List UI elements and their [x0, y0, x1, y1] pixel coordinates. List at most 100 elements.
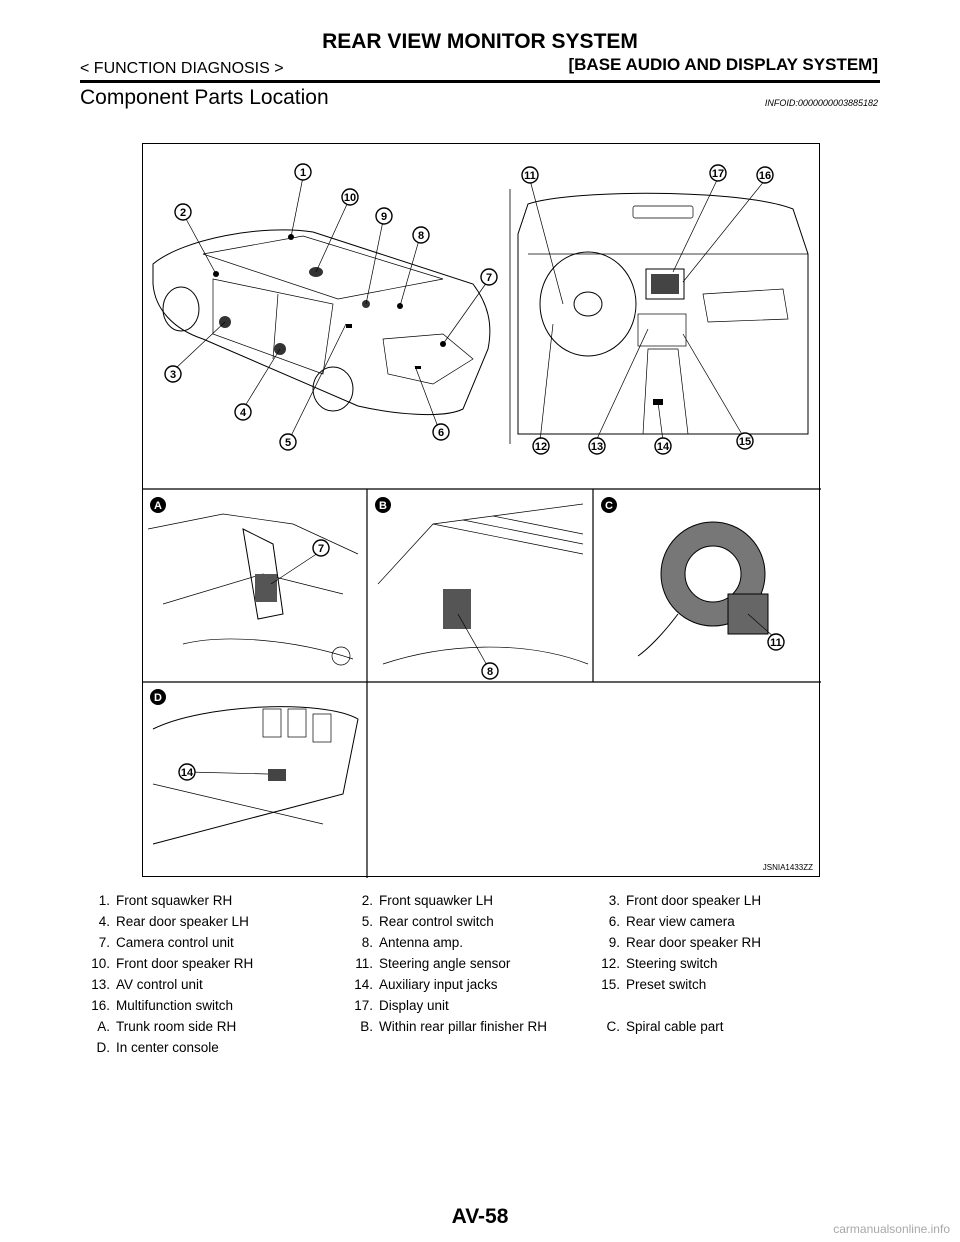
svg-text:A: A: [154, 500, 162, 512]
panel-labels: A B C D: [150, 497, 617, 705]
legend-item: 4.Rear door speaker LH: [98, 914, 249, 929]
svg-text:4: 4: [240, 407, 247, 419]
legend-item: 1.Front squawker RH: [98, 893, 233, 908]
legend-row: 4.Rear door speaker LH 5.Rear control sw…: [80, 914, 880, 935]
panel-d-illustration: [152, 706, 359, 845]
legend-item: 6.Rear view camera: [608, 914, 735, 929]
legend-item: 5.Rear control switch: [361, 914, 494, 929]
legend-item: 12.Steering switch: [601, 956, 718, 971]
callout-4: 4: [234, 403, 252, 421]
svg-text:1: 1: [300, 167, 306, 179]
svg-text:11: 11: [524, 170, 536, 182]
legend-row: A.Trunk room side RH B.Within rear pilla…: [80, 1019, 880, 1040]
callout-6: 6: [432, 423, 450, 441]
panel-label-a: A: [150, 497, 166, 513]
legend-item: C.Spiral cable part: [606, 1019, 724, 1034]
svg-text:8: 8: [418, 230, 424, 242]
info-id: INFOID:0000000003885182: [764, 98, 878, 108]
svg-text:C: C: [605, 500, 613, 512]
callout-12: 12: [532, 437, 550, 455]
legend-item: A.Trunk room side RH: [97, 1019, 237, 1034]
callout-14: 14: [654, 437, 672, 455]
svg-text:2: 2: [180, 207, 186, 219]
svg-text:7: 7: [486, 272, 492, 284]
callout-a-7: 7: [312, 539, 330, 557]
vehicle-illustration: [152, 229, 491, 416]
legend-row: D.In center console: [80, 1040, 880, 1061]
legend-row: 10.Front door speaker RH 11.Steering ang…: [80, 956, 880, 977]
legend-item: 13.AV control unit: [91, 977, 203, 992]
callout-8: 8: [412, 226, 430, 244]
legend-item: 10.Front door speaker RH: [91, 956, 254, 971]
legend-row: 1.Front squawker RH 2.Front squawker LH …: [80, 893, 880, 914]
svg-text:17: 17: [712, 168, 724, 180]
callouts-top: 1 2 3 4 5 6 7 8 9 10 11 12 13 14 15 16 1…: [164, 163, 774, 455]
callout-9: 9: [375, 207, 393, 225]
svg-text:11: 11: [770, 637, 782, 649]
svg-text:14: 14: [181, 767, 194, 779]
callout-1: 1: [294, 163, 312, 181]
legend-item: 8.Antenna amp.: [361, 935, 464, 950]
svg-text:13: 13: [591, 441, 603, 453]
legend-row: 16.Multifunction switch 17.Display unit: [80, 998, 880, 1019]
panel-b-illustration: [377, 503, 589, 665]
svg-text:6: 6: [438, 427, 444, 439]
legend-table: 1.Front squawker RH 2.Front squawker LH …: [80, 893, 880, 1061]
callout-b-8: 8: [481, 662, 499, 680]
callout-d-14: 14: [178, 763, 196, 781]
svg-text:15: 15: [739, 436, 751, 448]
callout-5: 5: [279, 433, 297, 451]
figure-illustration: 1 2 3 4 5 6 7 8 9 10 11 12 13 14 15 16 1…: [143, 163, 821, 878]
svg-text:12: 12: [535, 441, 547, 453]
legend-item: B.Within rear pillar finisher RH: [360, 1019, 548, 1034]
legend-item: 7.Camera control unit: [98, 935, 234, 950]
callouts-detail: 7 8 11 14: [178, 539, 785, 781]
header-section-label: < FUNCTION DIAGNOSIS >: [80, 60, 284, 77]
legend-item: 2.Front squawker LH: [361, 893, 494, 908]
legend-item: 15.Preset switch: [601, 977, 707, 992]
cockpit-illustration: [517, 192, 809, 435]
legend-item: 3.Front door speaker LH: [608, 893, 762, 908]
legend-item: D.In center console: [96, 1040, 219, 1055]
svg-text:16: 16: [759, 170, 771, 182]
page-header-title: REAR VIEW MONITOR SYSTEM: [322, 30, 638, 53]
callout-16: 16: [756, 166, 774, 184]
svg-text:3: 3: [170, 369, 176, 381]
panel-a-illustration: [147, 513, 359, 666]
svg-text:D: D: [154, 692, 162, 704]
section-title: Component Parts Location: [80, 86, 329, 109]
leader-lines: [174, 176, 776, 775]
svg-text:10: 10: [344, 192, 356, 204]
legend-item: 17.Display unit: [354, 998, 449, 1013]
watermark: carmanualsonline.info: [833, 1222, 950, 1236]
callout-10: 10: [341, 188, 359, 206]
panel-label-c: C: [601, 497, 617, 513]
callout-13: 13: [588, 437, 606, 455]
header-rule: [80, 80, 880, 83]
callout-17: 17: [709, 164, 727, 182]
legend-row: 13.AV control unit 14.Auxiliary input ja…: [80, 977, 880, 998]
svg-text:5: 5: [285, 437, 291, 449]
callout-2: 2: [174, 203, 192, 221]
svg-text:B: B: [379, 500, 387, 512]
header-system-label: [BASE AUDIO AND DISPLAY SYSTEM]: [568, 55, 878, 74]
callout-3: 3: [164, 365, 182, 383]
svg-text:8: 8: [487, 666, 493, 678]
component-location-figure: 1 2 3 4 5 6 7 8 9 10 11 12 13 14 15 16 1…: [142, 143, 821, 878]
panel-label-d: D: [150, 689, 166, 705]
page-number: AV-58: [451, 1205, 509, 1228]
legend-item: 14.Auxiliary input jacks: [354, 977, 498, 992]
callout-c-11: 11: [767, 633, 785, 651]
callout-15: 15: [736, 432, 754, 450]
figure-code: JSNIA1433ZZ: [762, 863, 813, 872]
legend-item: 11.Steering angle sensor: [355, 956, 511, 971]
callout-7: 7: [480, 268, 498, 286]
svg-text:9: 9: [381, 211, 387, 223]
legend-item: 16.Multifunction switch: [91, 998, 234, 1013]
svg-text:7: 7: [318, 543, 324, 555]
panel-label-b: B: [375, 497, 391, 513]
legend-row: 7.Camera control unit 8.Antenna amp. 9.R…: [80, 935, 880, 956]
callout-11: 11: [521, 166, 539, 184]
legend-item: 9.Rear door speaker RH: [608, 935, 762, 950]
panel-c-illustration: [637, 521, 769, 657]
